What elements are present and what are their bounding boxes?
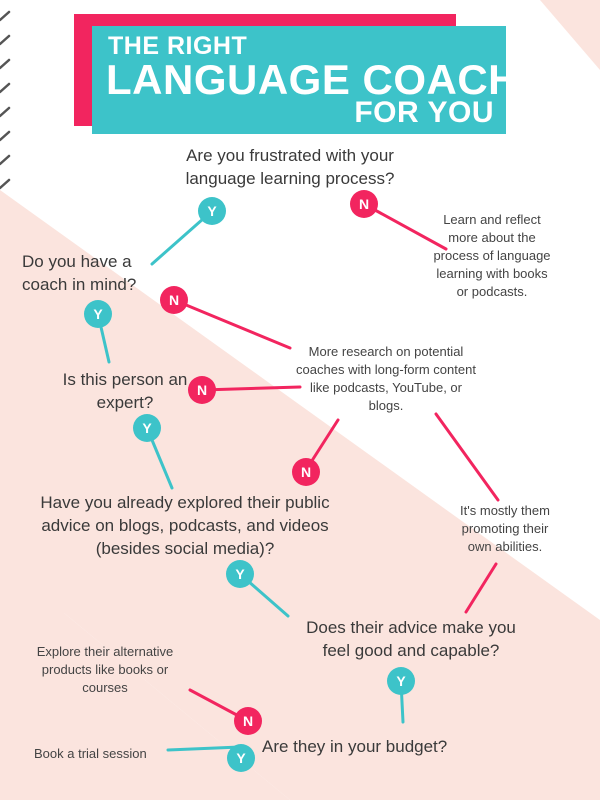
no-badge-explored: N bbox=[292, 458, 320, 486]
no-badge-coach: N bbox=[160, 286, 188, 314]
yes-badge-explored: Y bbox=[226, 560, 254, 588]
yes-badge-feel-good: Y bbox=[387, 667, 415, 695]
no-badge-expert: N bbox=[188, 376, 216, 404]
question-explored: Have you already explored their public a… bbox=[40, 493, 330, 558]
question-feel-good: Does their advice make you feel good and… bbox=[306, 618, 516, 660]
yes-badge-expert: Y bbox=[133, 414, 161, 442]
outcome-promoting: It's mostly them promoting their own abi… bbox=[460, 503, 550, 554]
yes-badge-budget: Y bbox=[227, 744, 255, 772]
connector-budget-yes bbox=[166, 745, 242, 752]
outcome-learn-reflect: Learn and reflect more about the process… bbox=[433, 212, 551, 299]
question-budget: Are they in your budget? bbox=[262, 737, 448, 756]
question-expert: Is this person an expert? bbox=[62, 370, 188, 412]
title-banner: THE RIGHT LANGUAGE COACH FOR YOU bbox=[92, 26, 519, 134]
notebook-spiral bbox=[0, 10, 11, 190]
connector-promoting-feelgood bbox=[464, 562, 498, 614]
title-line-3: FOR YOU bbox=[354, 96, 494, 129]
yes-badge-frustrated: Y bbox=[198, 197, 226, 225]
title-line-1: THE RIGHT bbox=[108, 32, 248, 60]
no-badge-budget: N bbox=[234, 707, 262, 735]
outcome-explore-products: Explore their alternative products like … bbox=[36, 644, 174, 695]
question-coach-in-mind: Do you have a coach in mind? bbox=[22, 252, 137, 294]
no-badge-frustrated: N bbox=[350, 190, 378, 218]
outcome-trial: Book a trial session bbox=[34, 746, 147, 761]
yes-badge-coach: Y bbox=[84, 300, 112, 328]
connector-research-promoting bbox=[434, 412, 500, 502]
outcome-more-research: More research on potential coaches with … bbox=[296, 344, 476, 413]
title-line-2: LANGUAGE COACH bbox=[106, 56, 519, 103]
question-frustrated: Are you frustrated with your language le… bbox=[185, 146, 395, 188]
connector-coach-no bbox=[172, 298, 292, 350]
connector-expert-no bbox=[200, 385, 302, 392]
connector-frustrated-no bbox=[362, 202, 448, 251]
